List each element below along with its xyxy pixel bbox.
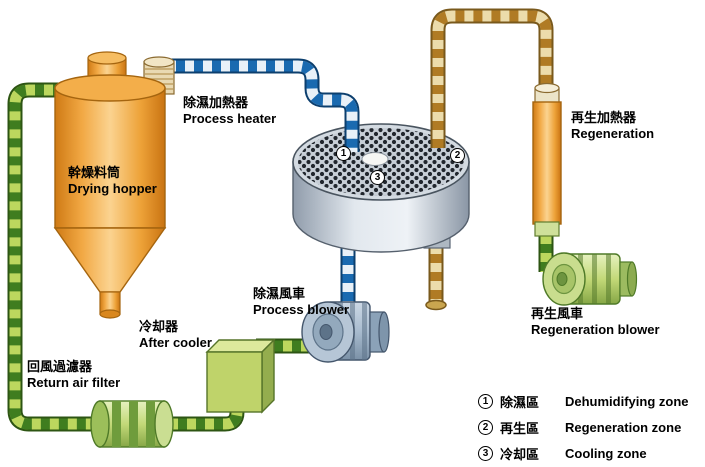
zone-marker-2: 2: [450, 148, 465, 163]
legend-zh-2: 再生區: [500, 421, 540, 436]
process-blower-unit: [301, 301, 390, 363]
legend-num-3: 3: [478, 446, 493, 461]
zone-marker-3: 3: [370, 170, 385, 185]
legend-en-3: Cooling zone: [565, 446, 647, 461]
exhaust-pipe-end: [425, 299, 447, 311]
label-process-heater-en: Process heater: [183, 111, 277, 127]
label-regeneration-blower-zh: 再生風車: [531, 306, 584, 321]
label-after-cooler-en: After cooler: [139, 335, 212, 351]
label-drying-hopper-zh: 幹燥料筒: [68, 165, 121, 180]
regen-heater-body: [532, 101, 562, 225]
zone-legend: 1 除濕區 Dehumidifying zone 2 再生區 Regenerat…: [478, 392, 689, 467]
label-process-blower-zh: 除濕風車: [253, 286, 306, 301]
hopper-top-face: [54, 74, 166, 102]
label-regeneration-blower-en: Regeneration blower: [531, 322, 660, 338]
zone-marker-1: 1: [336, 146, 351, 161]
label-process-blower-en: Process blower: [253, 302, 350, 318]
regen-heater-bottom-cap: [534, 221, 560, 237]
regeneration-blower-unit: [542, 252, 638, 306]
label-drying-hopper-en: Drying hopper: [68, 181, 157, 197]
label-drying-hopper: 幹燥料筒 Drying hopper: [68, 165, 157, 198]
label-after-cooler-zh: 冷却器: [139, 319, 179, 334]
legend-item-cooling: 3 冷却區 Cooling zone: [478, 444, 689, 463]
legend-en-1: Dehumidifying zone: [565, 394, 689, 409]
legend-num-2: 2: [478, 420, 493, 435]
label-process-blower: 除濕風車 Process blower: [253, 286, 349, 319]
after-cooler-unit: [205, 338, 276, 414]
rotor-hub: [361, 152, 389, 166]
label-return-air-filter-zh: 回風過濾器: [27, 359, 93, 374]
label-return-air-filter-en: Return air filter: [27, 375, 121, 391]
label-process-heater: 除濕加熱器 Process heater: [183, 95, 276, 128]
legend-item-regeneration: 2 再生區 Regeneration zone: [478, 418, 689, 437]
label-return-air-filter: 回風過濾器 Return air filter: [27, 359, 120, 392]
label-process-heater-zh: 除濕加熱器: [183, 95, 249, 110]
regeneration-heater-unit: [532, 82, 562, 237]
legend-item-dehumidifying: 1 除濕區 Dehumidifying zone: [478, 392, 689, 411]
label-regeneration-blower: 再生風車 Regeneration blower: [531, 306, 660, 339]
hopper-cone: [53, 227, 167, 293]
drying-hopper: [53, 51, 175, 319]
legend-num-1: 1: [478, 394, 493, 409]
regen-heater-top-face: [534, 82, 560, 94]
hopper-top-port-cap: [87, 51, 127, 65]
label-after-cooler: 冷却器 After cooler: [139, 319, 212, 352]
legend-en-2: Regeneration zone: [565, 420, 682, 435]
legend-zh-1: 除濕區: [500, 395, 540, 410]
hopper-body: [54, 87, 166, 229]
desiccant-rotor: [292, 123, 470, 253]
legend-zh-3: 冷却區: [500, 447, 540, 462]
pipe-rotor-to-regen-heater: [438, 16, 546, 148]
label-regeneration-heater-en: Regeneration: [571, 126, 655, 142]
hopper-outlet-end: [99, 309, 121, 319]
label-regeneration-heater: 再生加熱器 Regeneration: [571, 110, 654, 143]
return-air-filter-unit: [90, 400, 174, 448]
label-regeneration-heater-zh: 再生加熱器: [571, 110, 637, 125]
